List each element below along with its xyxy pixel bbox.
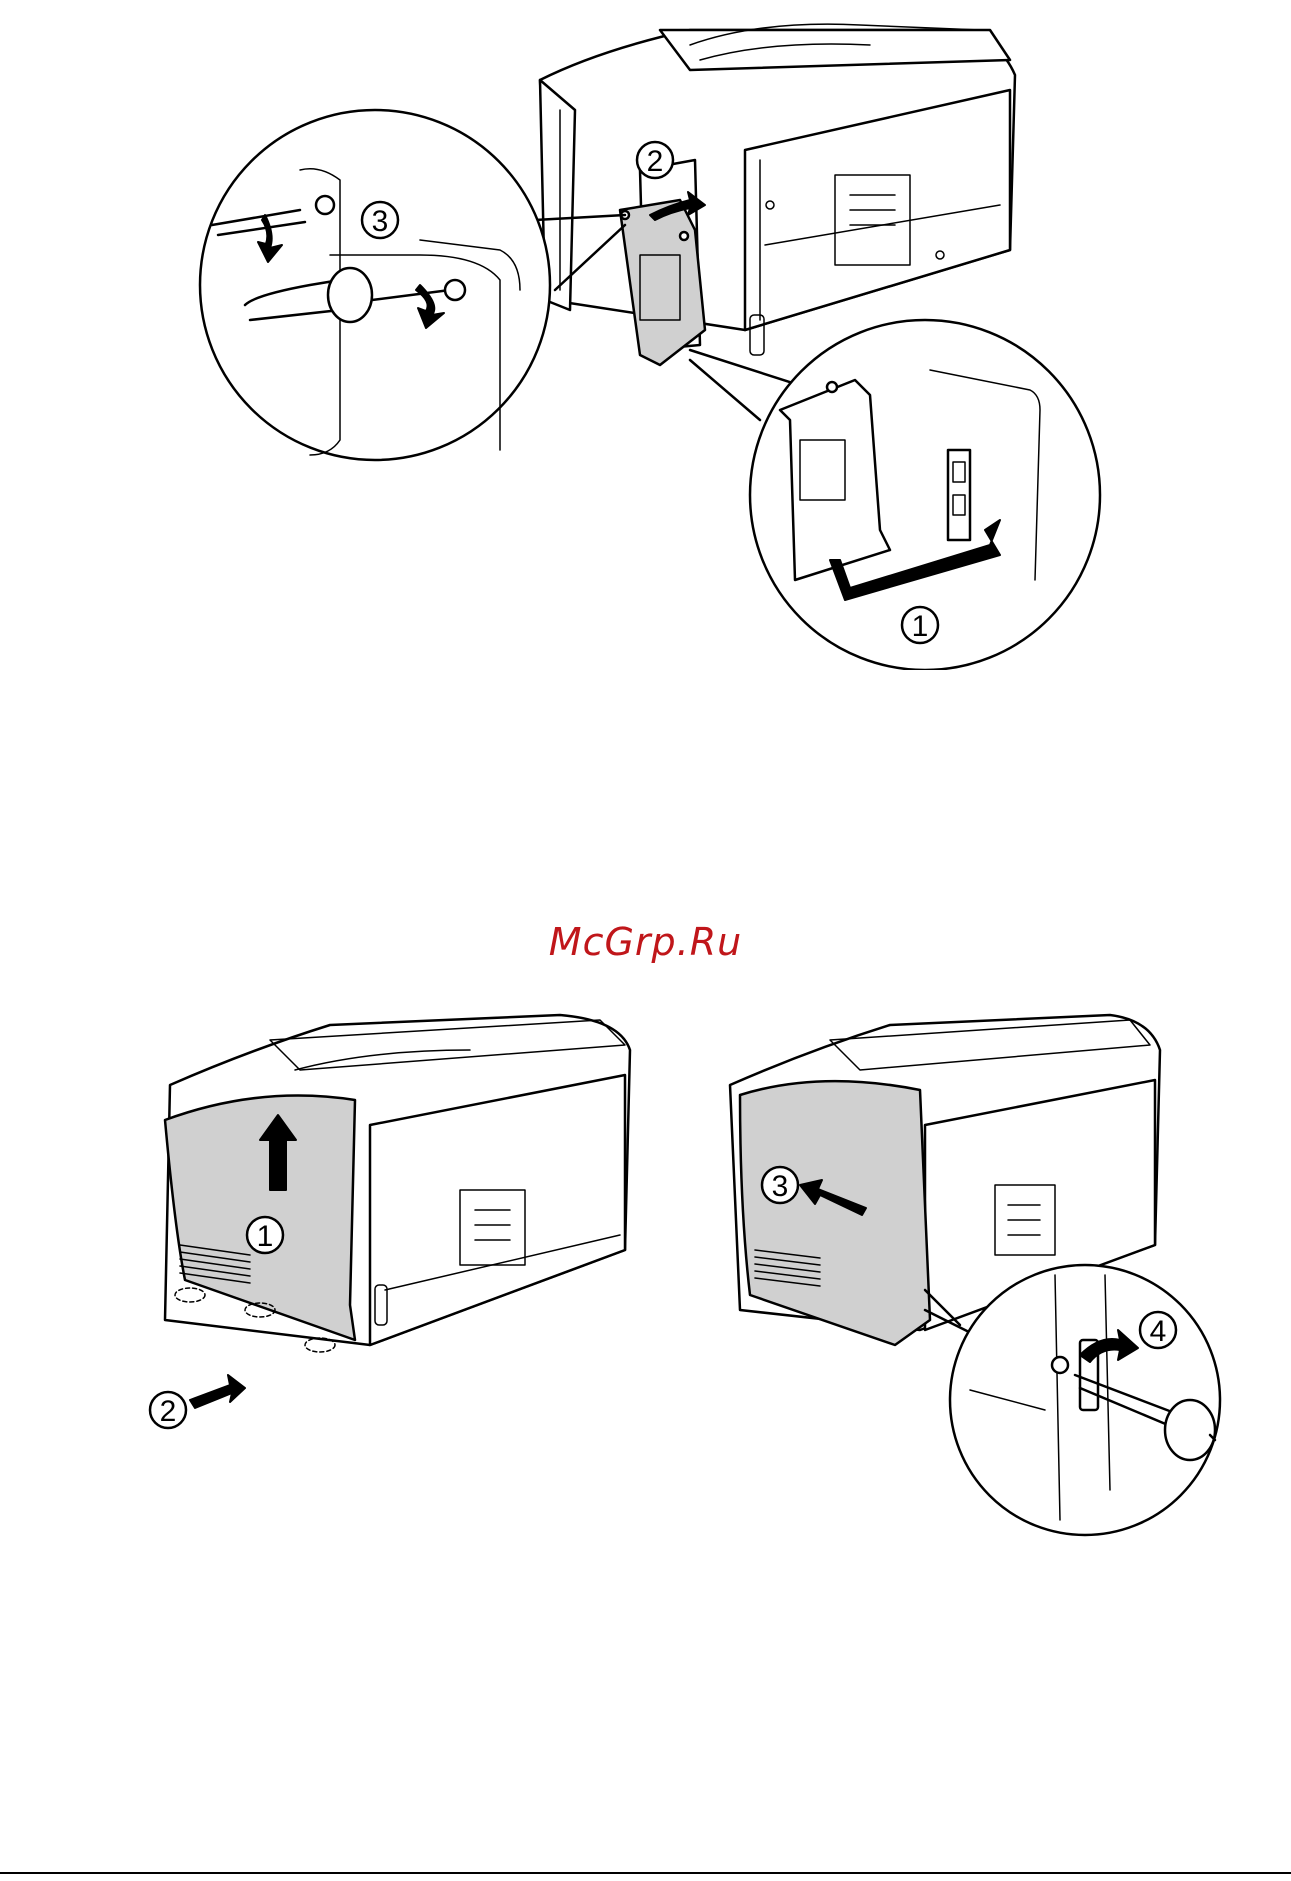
interface-cover-panel <box>620 200 705 365</box>
svg-text:3: 3 <box>372 205 389 238</box>
svg-text:2: 2 <box>647 145 664 178</box>
zoom-circle-hook: 1 <box>750 320 1100 670</box>
zoom-circle-screws: 3 <box>200 110 550 460</box>
printer-illustration-top <box>540 24 1015 355</box>
svg-text:1: 1 <box>912 610 929 643</box>
callout-step2: 2 <box>637 142 673 178</box>
figure-install-panel: 2 3 <box>0 0 1291 670</box>
footer-rule <box>0 1872 1291 1874</box>
svg-text:2: 2 <box>160 1395 177 1428</box>
svg-text:4: 4 <box>1150 1315 1167 1348</box>
figure-attach-side-cover: 1 2 3 4 <box>0 990 1291 1580</box>
zoom-circle-screw: 4 <box>950 1265 1220 1535</box>
svg-text:1: 1 <box>257 1220 274 1253</box>
watermark: McGrp.Ru <box>0 920 1291 964</box>
printer-illustration-left: 1 2 <box>150 1015 630 1428</box>
svg-text:3: 3 <box>772 1170 789 1203</box>
